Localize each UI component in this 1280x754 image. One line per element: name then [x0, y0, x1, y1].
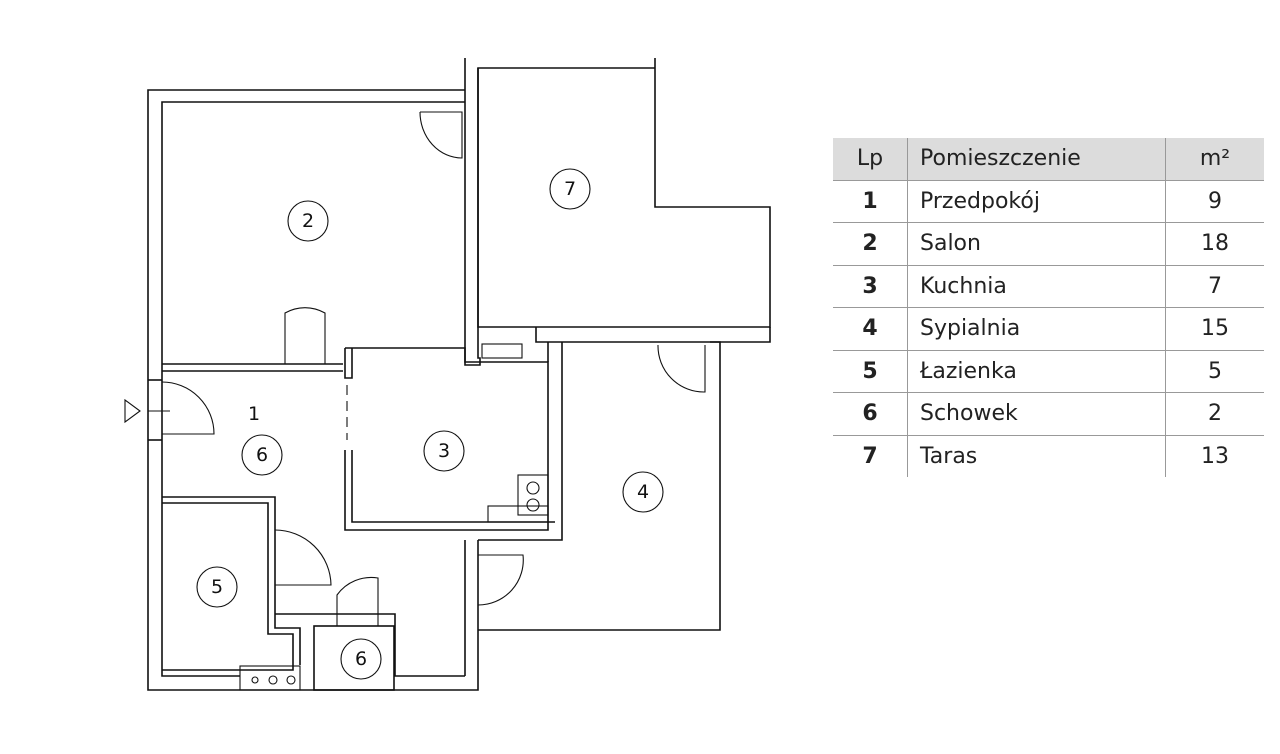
header-lp: Lp	[833, 138, 908, 181]
cell-area: 9	[1165, 180, 1264, 223]
room-number: 2	[302, 210, 314, 232]
cell-lp: 4	[833, 307, 908, 351]
cell-room: Łazienka	[907, 350, 1166, 393]
cell-lp: 2	[833, 222, 908, 266]
entrance-hall-label: 1	[248, 403, 260, 425]
cell-lp: 1	[833, 180, 908, 223]
cell-room: Kuchnia	[907, 265, 1166, 308]
cell-room: Przedpokój	[907, 180, 1166, 223]
cell-room: Taras	[907, 435, 1166, 477]
table-header: Lp Pomieszczenie m²	[833, 138, 1264, 181]
room-number: 6	[355, 648, 367, 670]
cell-area: 5	[1165, 350, 1264, 393]
cell-lp: 6	[833, 392, 908, 436]
header-room: Pomieszczenie	[907, 138, 1166, 181]
walls	[147, 58, 771, 691]
room-markers: 2 7 3 4 5 6 6	[196, 168, 664, 680]
room-number: 4	[637, 481, 649, 503]
entrance-arrow-icon	[124, 398, 141, 424]
cell-room: Sypialnia	[907, 307, 1166, 351]
cell-room: Schowek	[907, 392, 1166, 436]
room-number: 6	[256, 444, 268, 466]
cell-area: 2	[1165, 392, 1264, 436]
cell-lp: 3	[833, 265, 908, 308]
room-number: 5	[211, 576, 223, 598]
cell-area: 18	[1165, 222, 1264, 266]
room-number: 7	[564, 178, 576, 200]
header-area: m²	[1165, 138, 1264, 181]
cell-lp: 7	[833, 435, 908, 477]
entrance-door	[161, 381, 215, 435]
cell-area: 13	[1201, 443, 1229, 469]
cell-area: 7	[1165, 265, 1264, 308]
floor-plan: 1 2 7 3 4 5 6 6	[124, 58, 771, 691]
cell-area: 15	[1165, 307, 1264, 351]
cell-room: Salon	[907, 222, 1166, 266]
cell-lp: 5	[833, 350, 908, 393]
room-number: 3	[438, 440, 450, 462]
doors	[124, 111, 706, 626]
